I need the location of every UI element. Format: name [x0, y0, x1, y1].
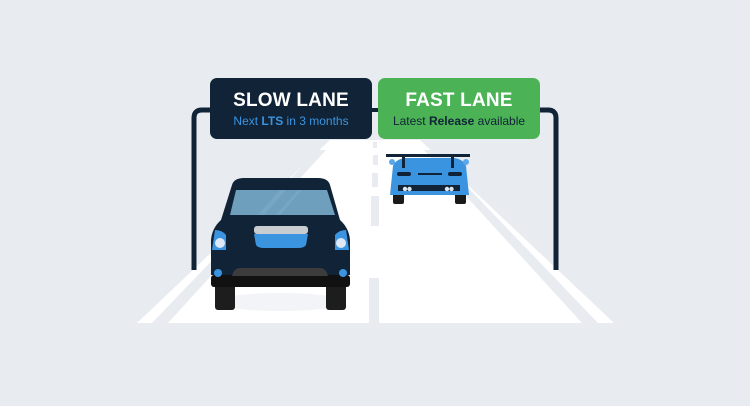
sedan-car [211, 178, 350, 311]
slow-lane-subtitle: Next LTS in 3 months [210, 114, 372, 128]
fast-lane-subtitle-suffix: available [474, 114, 526, 128]
slow-lane-title: SLOW LANE [233, 90, 349, 111]
fast-lane-subtitle: Latest Release available [378, 114, 540, 128]
slow-lane-subtitle-suffix: in 3 months [283, 114, 349, 128]
slow-lane-subtitle-prefix: Next [233, 114, 262, 128]
slow-lane-sign: SLOW LANE Next LTS in 3 months [210, 78, 372, 139]
fast-lane-sign: FAST LANE Latest Release available [378, 78, 540, 139]
fast-lane-subtitle-bold: Release [428, 114, 475, 128]
fast-lane-title: FAST LANE [405, 90, 513, 111]
slow-lane-subtitle-bold: LTS [261, 114, 284, 128]
gantry-right-post [538, 107, 559, 270]
fast-lane-subtitle-prefix: Latest [392, 114, 429, 128]
sports-car [386, 154, 470, 204]
center-lane-dashes [369, 142, 379, 323]
gantry-left-post [191, 107, 212, 270]
